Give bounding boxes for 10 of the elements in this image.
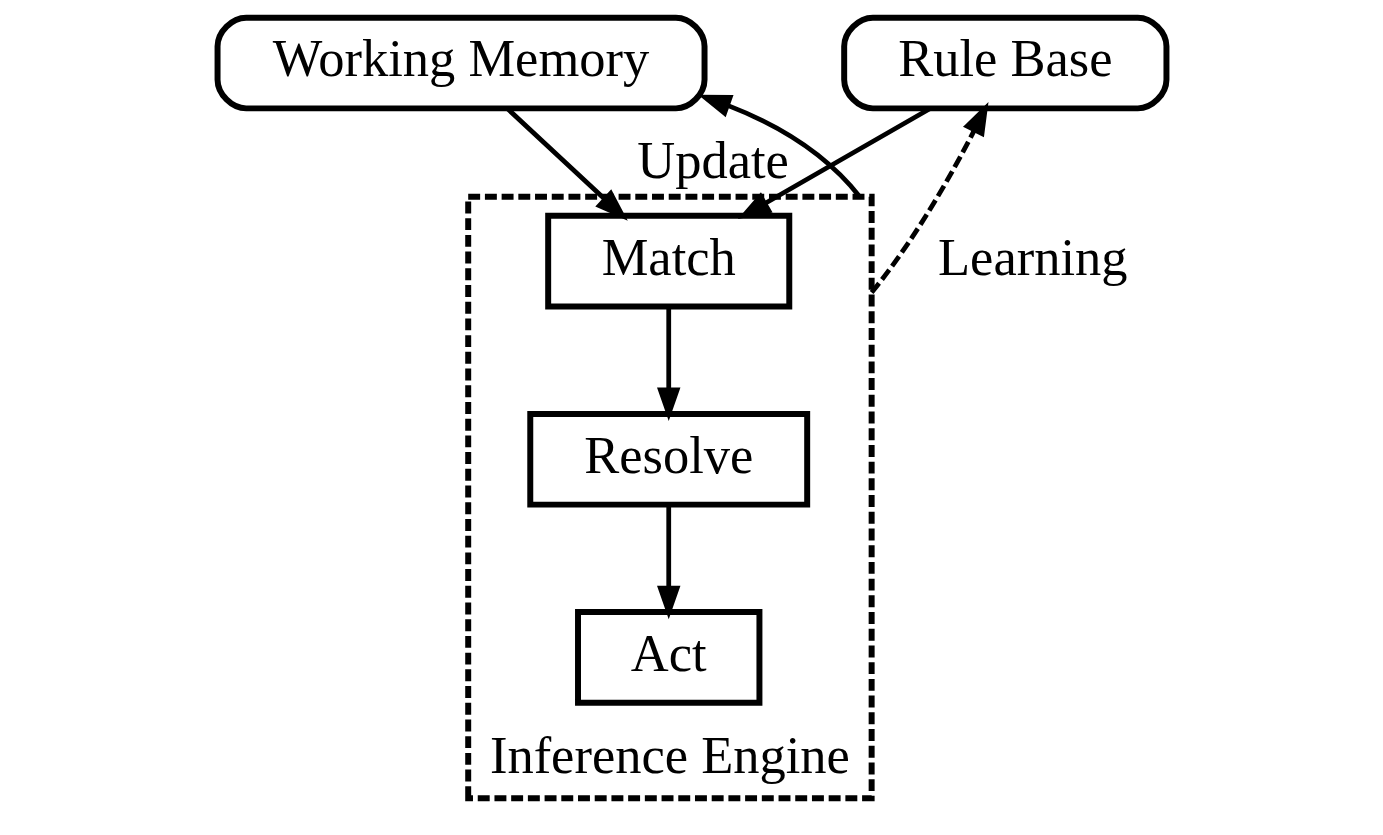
node-box: Rule Base	[840, 14, 1169, 112]
edge-label: Learning	[937, 227, 1128, 286]
arrow	[656, 505, 680, 620]
edge-label: Update	[636, 130, 789, 189]
node-box: Act	[574, 609, 762, 706]
node-box: Resolve	[526, 410, 810, 508]
node-box: Working Memory	[214, 14, 707, 112]
node-box: Match	[544, 212, 792, 310]
arrow	[869, 102, 988, 294]
arrow	[656, 307, 680, 422]
